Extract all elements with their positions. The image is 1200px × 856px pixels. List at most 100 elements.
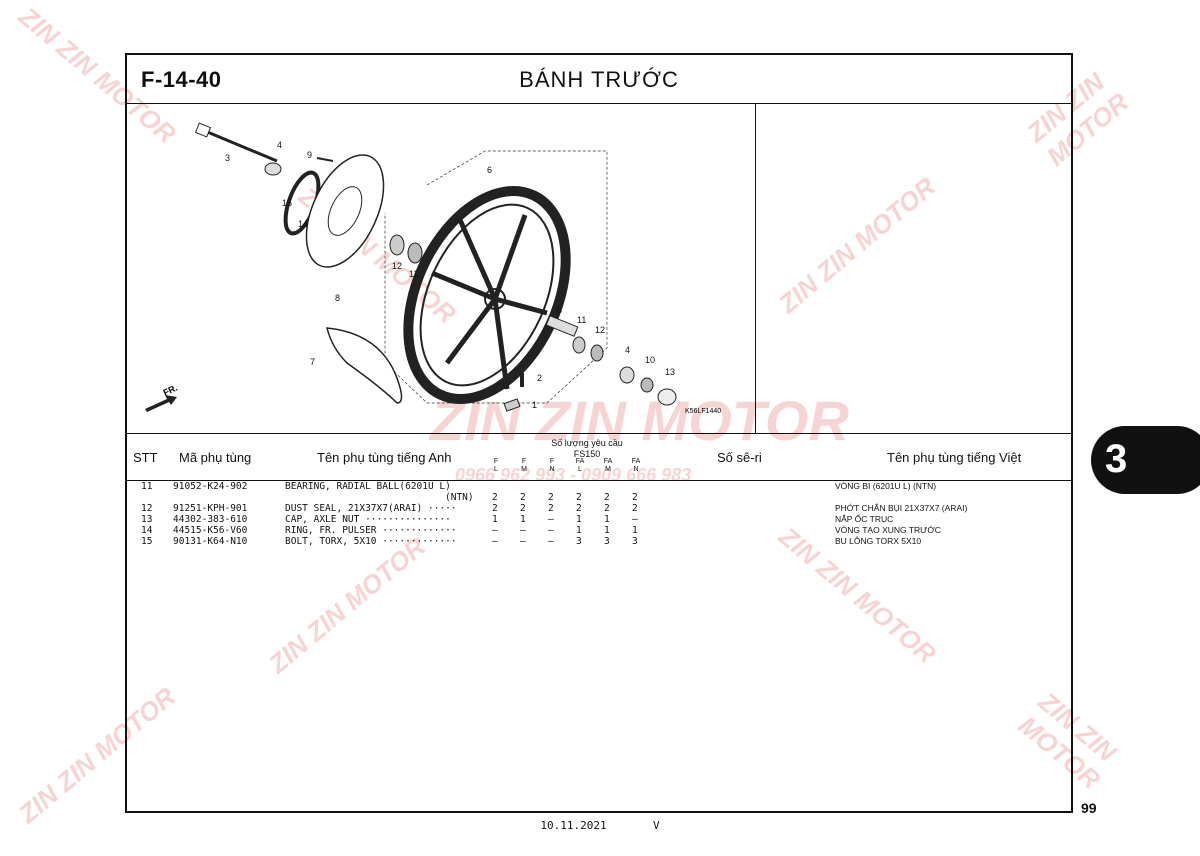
row-qty: – [520, 536, 526, 547]
row-name-vn: NẮP ỐC TRỤC [835, 514, 894, 524]
row-qty: 3 [632, 536, 638, 547]
model-code: FS150 [573, 449, 601, 459]
header-name-vn: Tên phụ tùng tiếng Việt [887, 450, 1022, 465]
row-name-en-2: (NTN) [445, 492, 474, 503]
row-part-no: 44515-K56-V60 [173, 525, 248, 536]
row-stt: 11 [141, 481, 153, 492]
footer: 10.11.2021 V [0, 819, 1200, 832]
figure-code: F-14-40 [141, 67, 222, 92]
row-name-en: CAP, AXLE NUT ··············· [285, 514, 451, 525]
parts-table-header: STT Mã phụ tùng Tên phụ tùng tiếng Anh S… [127, 433, 1071, 481]
header-stt: STT [133, 450, 158, 465]
qty-col-top: F [549, 458, 555, 465]
footer-mark: V [652, 819, 660, 832]
callout-number: 7 [310, 357, 315, 367]
title-bar: F-14-40 BÁNH TRƯỚC [127, 55, 1071, 104]
row-qty: 1 [492, 514, 498, 525]
row-qty: 2 [548, 503, 554, 514]
qty-col-bottom: M [605, 466, 611, 473]
callout-number: 4 [277, 140, 282, 150]
table-row-continued: (NTN) 2 2 2 2 2 2 [127, 492, 1071, 503]
row-qty: – [548, 536, 554, 547]
callout-number: 4 [625, 345, 630, 355]
table-row: 14 44515-K56-V60 RING, FR. PULSER ······… [127, 525, 1071, 536]
blank-side-panel [756, 103, 1071, 433]
row-qty: 1 [604, 525, 610, 536]
row-name-vn: VÒNG BI (6201U L) (NTN) [835, 481, 937, 491]
qty-col-bottom: N [549, 466, 555, 473]
row-qty: 2 [632, 492, 638, 503]
row-qty: 2 [604, 503, 610, 514]
callout-number: 8 [335, 293, 340, 303]
qty-col-top: FA [575, 458, 585, 465]
header-qty: Số lượng yêu cầu [551, 438, 623, 448]
callout-number: 11 [409, 269, 418, 279]
row-qty: 3 [576, 536, 582, 547]
row-name-en: BOLT, TORX, 5X10 ············· [285, 536, 457, 547]
callout-number: 11 [577, 315, 586, 325]
row-qty: 2 [604, 492, 610, 503]
qty-col-top: FA [603, 458, 613, 465]
row-qty: 2 [632, 503, 638, 514]
callout-number: 1 [532, 400, 537, 410]
callout-number: 6 [487, 165, 492, 175]
row-name-en: DUST SEAL, 21X37X7(ARAI) ····· [285, 503, 457, 514]
row-qty: 1 [632, 525, 638, 536]
qty-col-bottom: L [494, 466, 498, 473]
row-qty: 2 [576, 503, 582, 514]
row-part-no: 91052-K24-902 [173, 481, 248, 492]
row-qty: 2 [520, 492, 526, 503]
table-row: 11 91052-K24-902 BEARING, RADIAL BALL(62… [127, 481, 1071, 492]
row-stt: 12 [141, 503, 153, 514]
row-name-vn: PHỚT CHẮN BỤI 21X37X7 (ARAI) [835, 503, 968, 513]
catalog-page-frame: F-14-40 BÁNH TRƯỚC [125, 53, 1073, 813]
row-qty: 1 [604, 514, 610, 525]
row-qty: – [492, 536, 498, 547]
qty-col-bottom: N [633, 466, 639, 473]
header-part-no: Mã phụ tùng [179, 450, 252, 465]
table-row: 12 91251-KPH-901 DUST SEAL, 21X37X7(ARAI… [127, 503, 1071, 514]
qty-col-top: F [493, 458, 499, 465]
section-number: 3 [1105, 437, 1128, 481]
callout-number: 14 [298, 219, 308, 229]
row-qty: – [520, 525, 526, 536]
qty-col-top: F [521, 458, 527, 465]
table-row: 13 44302-383-610 CAP, AXLE NUT ·········… [127, 514, 1071, 525]
row-qty: – [632, 514, 638, 525]
callout-number: 12 [392, 261, 402, 271]
row-qty: – [492, 525, 498, 536]
row-qty: – [548, 525, 554, 536]
callout-number: 5 [557, 305, 562, 315]
row-qty: 2 [548, 492, 554, 503]
row-part-no: 90131-K64-N10 [173, 536, 248, 547]
row-qty: 1 [576, 514, 582, 525]
callout-number: 3 [225, 153, 230, 163]
row-qty: 2 [492, 503, 498, 514]
row-part-no: 91251-KPH-901 [173, 503, 248, 514]
callout-number: 9 [307, 150, 312, 160]
row-qty: 1 [520, 514, 526, 525]
row-name-en: RING, FR. PULSER ············· [285, 525, 457, 536]
row-qty: 2 [576, 492, 582, 503]
callout-number: 12 [595, 325, 605, 335]
page-title: BÁNH TRƯỚC [519, 67, 679, 92]
row-name-vn: BU LÔNG TORX 5X10 [835, 536, 922, 546]
diagram-ref-code: K56LF1440 [685, 408, 721, 415]
row-name-en: BEARING, RADIAL BALL(6201U L) [285, 481, 451, 492]
callout-number: 15 [282, 198, 292, 208]
page-number: 99 [1081, 800, 1097, 816]
header-serial: Số sê-ri [717, 450, 762, 465]
row-stt: 13 [141, 514, 153, 525]
qty-col-top: FA [631, 458, 641, 465]
row-name-vn: VÒNG TẠO XUNG TRƯỚC [835, 525, 941, 535]
row-qty: 2 [520, 503, 526, 514]
direction-label: FR. [162, 383, 179, 398]
row-qty: – [548, 514, 554, 525]
callout-number: 13 [665, 367, 675, 377]
section-tab: 3 [1091, 426, 1200, 494]
row-part-no: 44302-383-610 [173, 514, 248, 525]
qty-col-bottom: M [521, 466, 527, 473]
